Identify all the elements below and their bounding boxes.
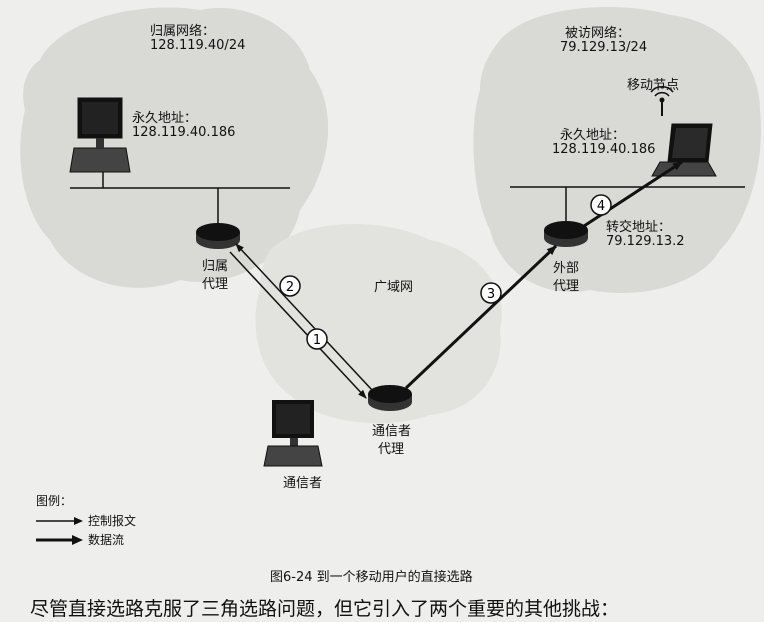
step-3-badge: 3 [480,282,502,304]
home-permanent-address-value: 128.119.40.186 [132,125,236,140]
home-agent-label-line1: 归属 [202,259,229,274]
wan-label: 广域网 [374,280,414,295]
control-arrow-reply [229,251,367,399]
control-arrow-query [235,243,373,391]
step-1-badge: 1 [306,328,328,350]
care-of-address-label: 转交地址： [606,220,672,235]
home-agent-router-icon [196,223,240,249]
legend-data-flow-label: 数据流 [88,533,125,547]
visited-network-cloud [473,7,761,294]
step-2-label: 2 [286,280,294,295]
step-4-badge: 4 [590,194,612,216]
data-arrow-to-foreign-agent [404,244,558,390]
correspondent-label: 通信者 [283,476,323,491]
foreign-agent-router-icon [544,221,588,247]
home-permanent-address-label: 永久地址： [132,111,198,126]
visited-network-label: 被访网络： [565,26,631,41]
legend-data-flow: 数据流 [36,531,124,548]
foreign-agent-label-line2: 代理 [553,279,580,294]
thick-arrow-icon [36,534,83,545]
step-3-label: 3 [487,287,495,302]
foreign-agent-label-line1: 外部 [553,261,580,276]
figure-caption: 图6-24 到一个移动用户的直接选路 [270,570,473,585]
wan-cloud [255,223,502,424]
home-network-label: 归属网络： [150,24,216,39]
step-4-label: 4 [597,199,605,214]
home-network-cloud [20,7,329,288]
mobile-permanent-address-value: 128.119.40.186 [552,142,656,157]
thin-arrow-icon [36,516,83,525]
correspondent-computer-icon [263,400,323,467]
step-2-badge: 2 [279,275,301,297]
mobile-permanent-address-label: 永久地址： [560,128,626,143]
legend-control-message-label: 控制报文 [88,514,137,528]
home-network-address: 128.119.40/24 [150,38,246,53]
visited-network-address: 79.129.13/24 [560,40,648,55]
legend-title: 图例： [36,494,73,508]
home-agent-label-line2: 代理 [202,277,229,292]
care-of-address-value: 79.129.13.2 [606,234,685,249]
correspondent-agent-router-icon [368,385,412,411]
correspondent-agent-label-line2: 代理 [378,442,405,457]
step-1-label: 1 [313,333,321,348]
legend-control-message: 控制报文 [36,512,136,529]
wireless-signal-icon [650,85,674,116]
home-computer-icon [69,97,131,173]
correspondent-agent-label-line1: 通信者 [372,424,412,439]
body-text: 尽管直接选路克服了三角选路问题，但它引入了两个重要的其他挑战： [30,598,620,620]
mobile-node-label: 移动节点 [627,78,680,93]
